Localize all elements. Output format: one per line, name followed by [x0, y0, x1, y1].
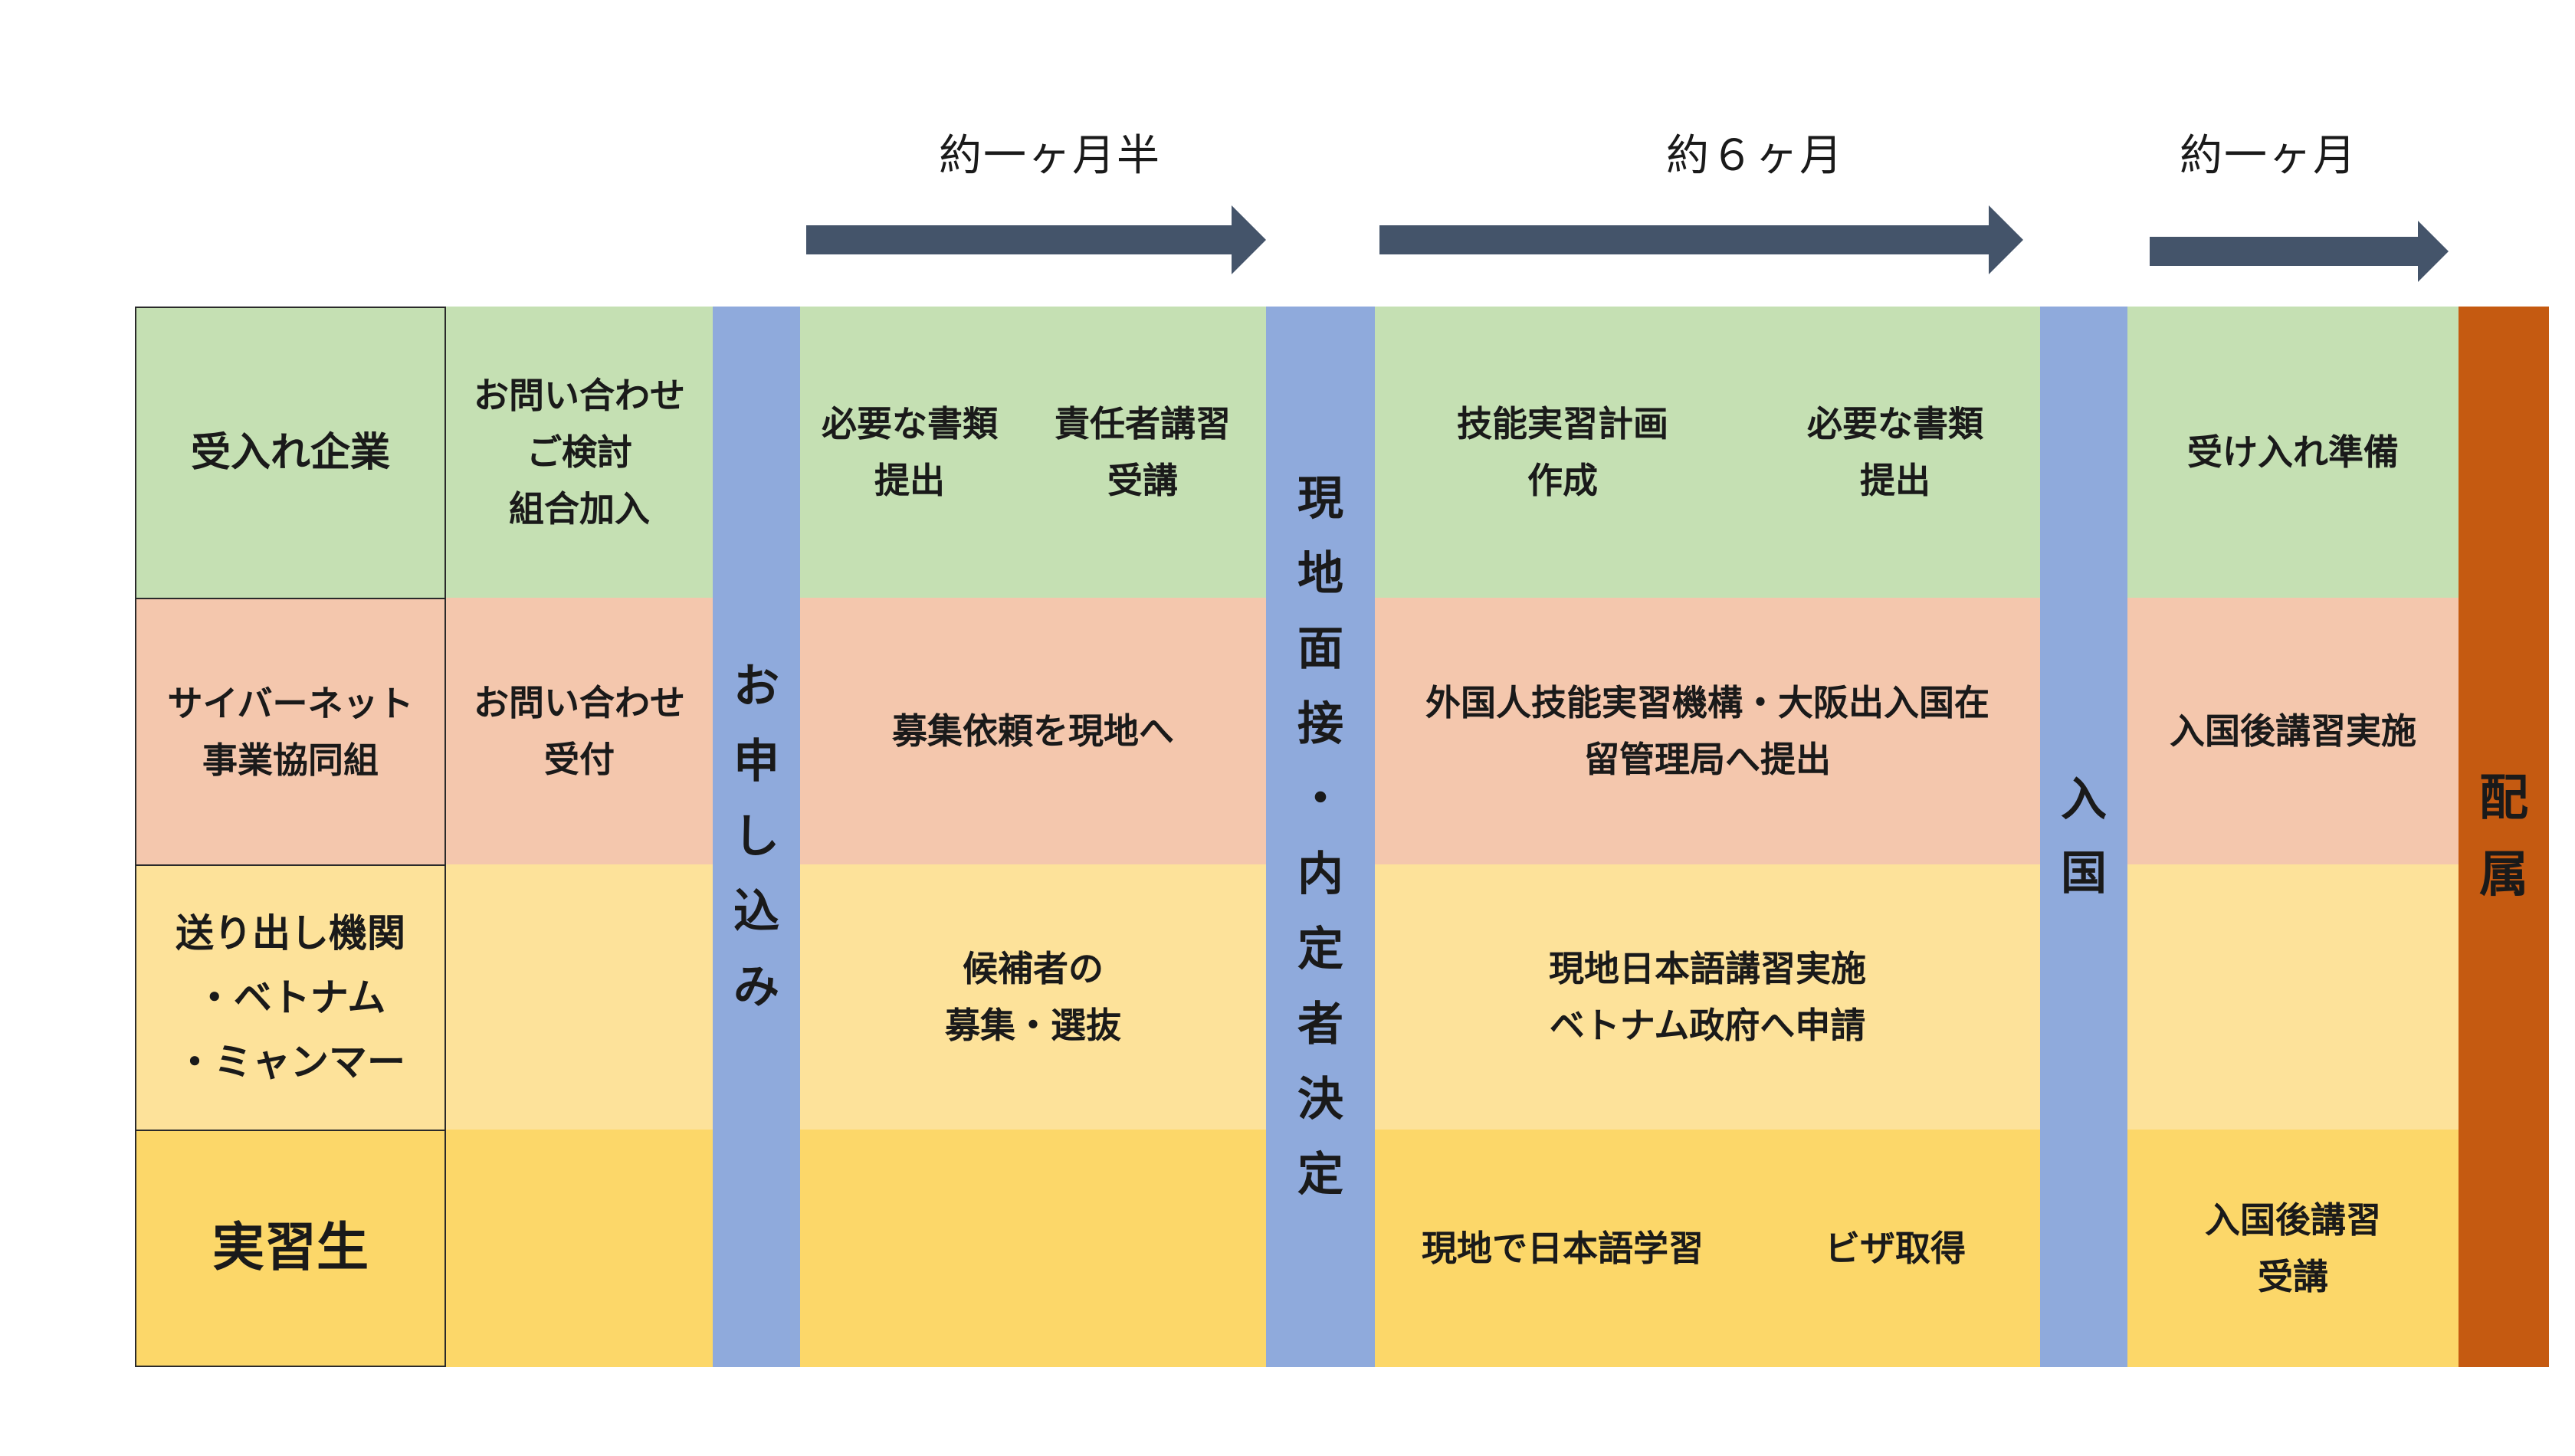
arrow-icon	[2150, 221, 2449, 282]
company-docs-cell-2: 必要な書類 提出	[1750, 307, 2040, 598]
row-header-trainee: 実習生	[135, 1130, 446, 1367]
stage-application: お 申 し 込 み	[713, 307, 800, 1367]
company-training-cell: 責任者講習 受講	[1019, 307, 1266, 598]
trainee-empty-cell	[446, 1130, 713, 1367]
company-docs-cell: 必要な書類 提出	[800, 307, 1019, 598]
agency-empty-cell	[446, 864, 713, 1130]
company-plan-cell: 技能実習計画 作成	[1375, 307, 1750, 598]
company-inquiry-cell: お問い合わせ ご検討 組合加入	[446, 307, 713, 598]
arrow-icon	[806, 205, 1266, 274]
agency-empty-cell-2	[2127, 864, 2459, 1130]
stage-interview-decision: 現 地 面 接 ・ 内 定 者 決 定	[1266, 307, 1375, 1367]
stage-entry: 入 国	[2040, 307, 2127, 1367]
agency-recruit-cell: 候補者の 募集・選抜	[800, 864, 1266, 1130]
coop-submit-cell: 外国人技能実習機構・大阪出入国在 留管理局へ提出	[1375, 598, 2040, 864]
arrow-icon	[1379, 205, 2023, 274]
trainee-visa-cell: ビザ取得	[1750, 1130, 2040, 1367]
trainee-empty-cell-2	[800, 1130, 1266, 1367]
coop-inquiry-cell: お問い合わせ 受付	[446, 598, 713, 864]
coop-request-cell: 募集依頼を現地へ	[800, 598, 1266, 864]
row-header-cooperative: サイバーネット 事業協同組	[135, 598, 446, 866]
trainee-study-cell: 現地で日本語学習	[1375, 1130, 1750, 1367]
company-prep-cell: 受け入れ準備	[2127, 307, 2459, 598]
row-header-company: 受入れ企業	[135, 307, 446, 599]
agency-japanese-cell: 現地日本語講習実施 ベトナム政府へ申請	[1375, 864, 2040, 1130]
coop-training-cell: 入国後講習実施	[2127, 598, 2459, 864]
duration-label-1: 約一ヶ月半	[939, 131, 1161, 181]
duration-label-2: 約６ヶ月	[1666, 131, 1844, 181]
trainee-training-cell: 入国後講習 受講	[2127, 1130, 2459, 1367]
duration-label-3: 約一ヶ月	[2180, 131, 2357, 181]
stage-assignment: 配 属	[2459, 307, 2549, 1367]
row-header-sending-agency: 送り出し機関 ・ベトナム ・ミャンマー	[135, 864, 446, 1131]
